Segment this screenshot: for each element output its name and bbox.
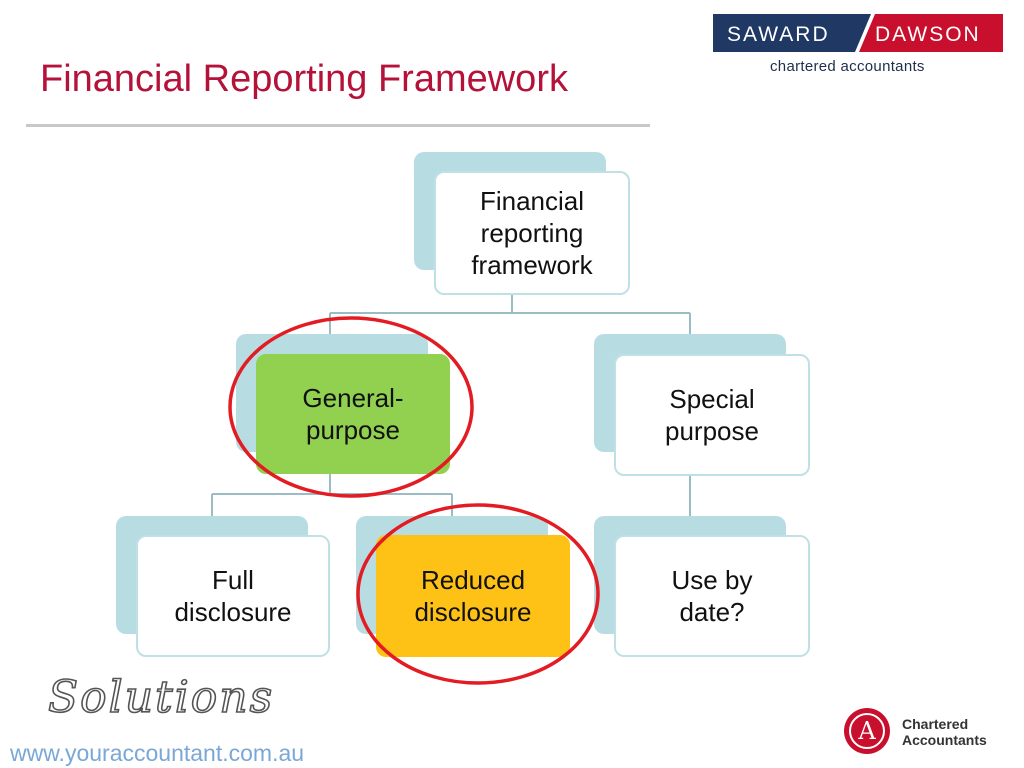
- website-link[interactable]: www.youraccountant.com.au: [10, 740, 305, 766]
- logo-left-word: SAWARD: [727, 23, 830, 46]
- title-divider: [26, 124, 650, 127]
- chartered-accountants-seal-icon: A: [844, 708, 890, 754]
- logo-right-panel: [859, 14, 1003, 52]
- saward-dawson-logo: SAWARD DAWSON: [713, 14, 1003, 52]
- highlight-circle-reduced: [356, 503, 600, 685]
- logo-right-word: DAWSON: [875, 23, 981, 46]
- node-general-purpose: General- purpose: [256, 354, 450, 474]
- node-special-purpose: Special purpose: [614, 354, 810, 476]
- slide-title: Financial Reporting Framework: [40, 58, 568, 100]
- node-root: Financial reporting framework: [434, 171, 630, 295]
- node-full-disclosure: Full disclosure: [136, 535, 330, 657]
- highlight-circle-general: [228, 316, 474, 498]
- solutions-wordmark: Solutions: [47, 671, 275, 724]
- logo-tagline: chartered accountants: [770, 58, 925, 75]
- logo-left-panel: [713, 14, 871, 52]
- node-reduced-disclosure: Reduced disclosure: [376, 535, 570, 657]
- chartered-accountants-label: Chartered Accountants: [902, 716, 987, 748]
- seal-letter: A: [857, 717, 876, 745]
- node-use-by-date: Use by date?: [614, 535, 810, 657]
